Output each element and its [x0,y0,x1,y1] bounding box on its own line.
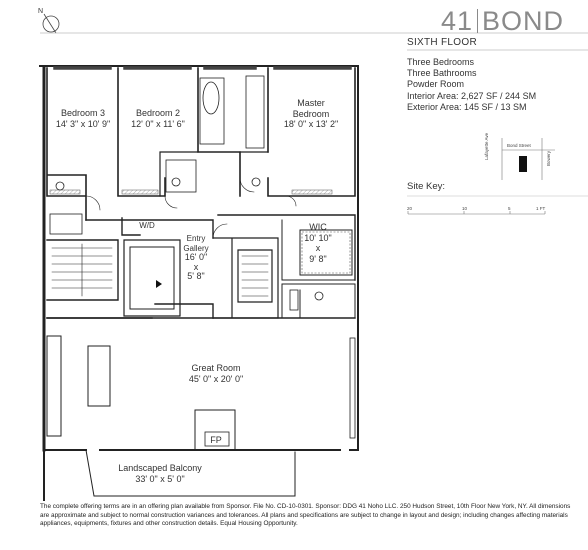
closet-shelving [291,189,333,195]
corridor-wall [85,214,356,281]
room-name-2: Gallery [183,243,209,253]
spec-powder: Powder Room [407,79,465,90]
site-key-title: Site Key: [407,181,446,192]
kitchen-island [87,345,111,407]
elevator-arrow [156,280,162,288]
room-dims-x: x [193,261,199,272]
brand-logo: 41 BOND [441,6,564,36]
compass-label: N [38,8,44,15]
room-dims: 33' 0" x 5' 0" [135,473,185,484]
room-dims: 12' 0" x 11' 6" [131,118,185,129]
scale-5: 5 [508,206,511,211]
room-name: Bedroom 3 [60,108,106,118]
brand-number: 41 [441,6,474,36]
spec-interior: Interior Area: 2,627 SF / 244 SM [407,90,537,101]
bedroom-wall [46,67,87,221]
room-fireplace: FP [210,435,222,445]
room-name: Entry [186,234,206,243]
room-bedroom3: Bedroom 3 14' 3" x 10' 9" [56,108,110,129]
window-seat [349,337,356,439]
kitchen-counter [46,335,62,437]
room-master-bedroom: Master Bedroom 18' 0" x 13' 2" [284,98,338,130]
wic-shelving [301,231,351,274]
room-dims-x: x [315,243,321,253]
room-dims-2: 5' 8" [187,271,205,281]
bedroom2-right-wall [197,67,241,197]
room-dims: 14' 3" x 10' 9" [55,118,111,129]
street-bowery: Bowery [546,150,551,166]
scale-10: 10 [462,206,468,211]
street-lafayette: Lafayette Ave [484,132,489,160]
room-name: Bedroom 2 [135,108,181,118]
stairs [51,243,269,297]
master-left-wall [267,67,356,197]
unit-specs: Three Bedrooms Three Bathrooms Powder Ro… [407,57,536,113]
fireplace-hearth [204,431,230,447]
street-bond: Bond Street [507,143,531,148]
site-key-map [407,138,588,215]
wic-wall [281,219,356,281]
room-wd: W/D [139,221,155,230]
core-wall [212,237,279,319]
room-dims: 10' 10" [304,232,332,243]
spec-exterior: Exterior Area: 145 SF / 13 SM [407,101,527,112]
fireplace [194,409,236,451]
room-dims: 18' 0" x 13' 2" [283,119,339,129]
room-balcony: Landscaped Balcony 33' 0" x 5' 0" [118,463,202,484]
room-dims: 16' 0" [184,252,208,262]
room-name: Landscaped Balcony [118,463,202,473]
scale-20: 20 [407,206,413,211]
powder-wall [281,283,356,319]
bed3-closet [49,189,81,195]
balcony-edge [85,449,296,497]
room-dims: 45' 0" x 20' 0" [188,373,244,384]
room-bedroom2: Bedroom 2 12' 0" x 11' 6" [131,108,185,129]
room-name: Great Room [191,363,241,373]
exterior-wall [39,65,359,501]
legal-disclaimer: The complete offering terms are in an of… [40,503,571,528]
room-name-2: Bedroom [292,108,330,119]
room-dims-2: 9' 8" [309,253,327,264]
scale-1ft: 1 FT [536,206,546,211]
room-name: Master [297,98,325,108]
floor-label: SIXTH FLOOR [407,37,477,48]
room-great-room: Great Room 45' 0" x 20' 0" [189,363,243,384]
gallery-wall [123,239,181,317]
elevator [129,246,175,310]
spec-bedrooms: Three Bedrooms [407,57,475,67]
room-entry-gallery: Entry Gallery 16' 0" x 5' 8" [183,234,208,282]
brand-divider [477,9,479,33]
door-swings [85,177,297,239]
bedroom3-right-wall [117,67,166,197]
room-name: WIC [309,222,327,232]
compass-icon [42,13,60,34]
room-wic: WIC 10' 10" x 9' 8" [304,222,331,264]
bed2-closet [121,189,159,195]
bath-wall [159,151,269,197]
spec-bathrooms: Three Bathrooms [407,68,477,79]
brand-name: BOND [482,6,565,36]
